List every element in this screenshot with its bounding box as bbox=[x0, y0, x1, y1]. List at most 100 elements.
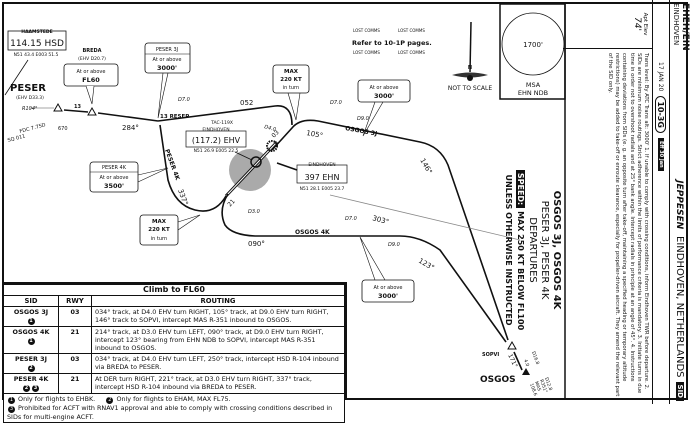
msa-circle bbox=[501, 12, 565, 76]
sid-name: OSGOS 3J bbox=[13, 308, 49, 316]
svg-text:108.6: 108.6 bbox=[528, 383, 538, 397]
resep-breda-track bbox=[97, 112, 159, 122]
north-label: N bbox=[468, 65, 472, 71]
dme-d7-0: D7.0 bbox=[345, 216, 357, 222]
haamstede-vor-box: HAAMSTEDE 114.15 HSD N51 43.4 E003 51.5 bbox=[7, 29, 67, 58]
routing: 034° track, at D4.0 EHV turn RIGHT, 105°… bbox=[91, 306, 345, 327]
airport-id: EHEH/EIN EINDHOVEN bbox=[672, 3, 690, 51]
msa-box: 1700' MSA EHN NDB bbox=[499, 3, 566, 100]
sopvi-fix-icon bbox=[507, 340, 517, 350]
svg-text:D12.8: D12.8 bbox=[543, 377, 553, 392]
lost-comms-label: LOST COMMS bbox=[398, 50, 425, 55]
svg-text:3000': 3000' bbox=[374, 92, 394, 100]
peser-4k-track bbox=[159, 124, 227, 212]
breda-dme: (EHV D20.7) bbox=[78, 56, 106, 62]
title-line-5: UNLESS OTHERWISE INSTRUCTED bbox=[504, 174, 513, 326]
alt-3000-top-box: At or above 3000' bbox=[357, 79, 411, 137]
elevation-670: 670 bbox=[58, 126, 68, 132]
lost-comms-text: Refer to 10-1P pages. bbox=[352, 39, 432, 47]
osgos-4k-track bbox=[221, 193, 507, 343]
track-105: 105° bbox=[306, 129, 324, 140]
note-marker: 1 bbox=[27, 338, 35, 345]
svg-text:At or above: At or above bbox=[374, 285, 403, 291]
osgos-4k-route-label: OSGOS 4K bbox=[295, 229, 330, 236]
sopvi-osgos-distance: 4.0 bbox=[522, 359, 530, 368]
svg-text:R351°: R351° bbox=[538, 379, 548, 394]
bearing-303: 303° bbox=[371, 214, 389, 226]
dme-d7-0: D7.0 bbox=[178, 97, 190, 103]
routing: At DER turn RIGHT, 221° track, at D3.0 E… bbox=[91, 373, 345, 394]
lost-comms-label: LOST COMMS bbox=[398, 28, 425, 33]
note-marker: 2 bbox=[27, 365, 35, 372]
rwy: 03 bbox=[58, 306, 92, 327]
msa-label: MSA bbox=[526, 81, 541, 89]
chart-number: 10-3G bbox=[655, 96, 667, 133]
svg-text:N51 28.1 E005 23.7: N51 28.1 E005 23.7 bbox=[300, 186, 345, 192]
msa-fix: EHN NDB bbox=[518, 89, 548, 97]
title-line-1: OSGOS 3J, OSGOS 4K bbox=[551, 190, 562, 310]
svg-text:At or above: At or above bbox=[100, 175, 129, 181]
col-header-rwy: RWY bbox=[58, 295, 92, 307]
breda-fix-icon bbox=[87, 106, 97, 116]
table-row: PESER 3J 2 03 034° track, at D4.0 EHV tur… bbox=[3, 353, 345, 374]
peser-label: PESER bbox=[10, 83, 46, 94]
rwy: 03 bbox=[58, 353, 92, 374]
sid-chart-map: 1700' MSA EHN NDB LOST COMMS LOST COMMS … bbox=[2, 2, 688, 400]
svg-text:EINDHOVEN: EINDHOVEN bbox=[202, 127, 229, 133]
routing: 034° track, at D4.0 EHV turn LEFT, 250° … bbox=[91, 353, 345, 374]
sopvi-label: SOPVI bbox=[482, 352, 499, 358]
osgos-label: OSGOS bbox=[480, 375, 516, 385]
svg-text:in turn: in turn bbox=[151, 236, 167, 242]
not-to-scale-label: NOT TO SCALE bbox=[448, 85, 493, 92]
dme-d7-0: D7.0 bbox=[330, 100, 342, 106]
svg-text:MAX: MAX bbox=[152, 219, 167, 225]
svg-text:MAX: MAX bbox=[284, 69, 299, 75]
resep-fix-label: 13 RESEP bbox=[160, 114, 189, 120]
svg-text:HAAMSTEDE: HAAMSTEDE bbox=[21, 29, 52, 35]
dme-d3-0: D3.0 bbox=[248, 209, 260, 215]
rwy: 21 bbox=[58, 373, 92, 394]
svg-text:PESER 3J: PESER 3J bbox=[156, 47, 178, 53]
osgos-3j-route-label: OSGOS 3J bbox=[345, 125, 378, 137]
peser-4k-constraint-box: PESER 4K At or above 3500' bbox=[89, 161, 169, 193]
track-123: 123° bbox=[417, 257, 436, 272]
route-lines bbox=[63, 105, 523, 371]
lost-comms-label: LOST COMMS bbox=[353, 50, 380, 55]
chart-location: EINDHOVEN, NETHERLANDS bbox=[674, 236, 686, 378]
chart-date: 17 JAN 20 bbox=[657, 62, 665, 92]
sopvi-osgos-track bbox=[513, 351, 523, 371]
jeppesen-logo: JEPPESEN bbox=[674, 180, 685, 230]
svg-text:At or above: At or above bbox=[370, 85, 399, 91]
note-marker: 2 bbox=[23, 385, 30, 392]
peser-dme: (EHV D33.3) bbox=[16, 95, 44, 101]
chart-notes: Trans level: By ATC Trans alt: 3000' 1. … bbox=[606, 53, 649, 397]
svg-text:TAC-119X: TAC-119X bbox=[210, 120, 233, 126]
peser-radial: R104° bbox=[22, 106, 38, 112]
svg-text:N51 26.9 E005 22.5: N51 26.9 E005 22.5 bbox=[194, 148, 239, 154]
apt-elev-box: Apt Elev 74' bbox=[563, 0, 652, 49]
osgos-3j-track bbox=[271, 119, 509, 341]
title-line-2: PESER 3J, PESER 4K bbox=[539, 200, 550, 300]
col-header-routing: ROUTING bbox=[91, 295, 345, 307]
track-052: 052 bbox=[240, 99, 253, 107]
sopvi-dme: D16.8 bbox=[530, 351, 540, 366]
svg-text:220 KT: 220 KT bbox=[280, 77, 302, 83]
svg-text:EINDHOVEN: EINDHOVEN bbox=[308, 162, 335, 168]
svg-text:At or above: At or above bbox=[153, 57, 182, 63]
rwy: 21 bbox=[58, 326, 92, 354]
footnote-2: Only for flights to EHAM, MAX FL75. bbox=[116, 395, 231, 403]
alt-3000-bottom-box: At or above 3000' bbox=[359, 236, 415, 303]
fl60-constraint-box: At or above FL60 bbox=[63, 63, 119, 105]
ehn-ndb-box: EINDHOVEN 397 EHN N51 28.1 E005 23.7 bbox=[276, 162, 348, 192]
table-footnotes: 1 Only for flights to EHBK. 2 Only for f… bbox=[3, 393, 345, 423]
ehv-tacan-box: TAC-119X EINDHOVEN (117.2) EHV N51 26.9 … bbox=[185, 120, 253, 161]
svg-text:MAS: MAS bbox=[533, 381, 542, 392]
sid-name: PESER 3J bbox=[15, 355, 47, 363]
msa-altitude: 1700' bbox=[523, 41, 543, 49]
dme-d4-0: D4.0 bbox=[263, 124, 276, 133]
haamstede-leader bbox=[4, 59, 29, 96]
sq-label: SQ 011 bbox=[7, 133, 26, 144]
dme-d9-0: D9.0 bbox=[357, 116, 369, 122]
dme-d9-0: D9.0 bbox=[388, 242, 400, 248]
